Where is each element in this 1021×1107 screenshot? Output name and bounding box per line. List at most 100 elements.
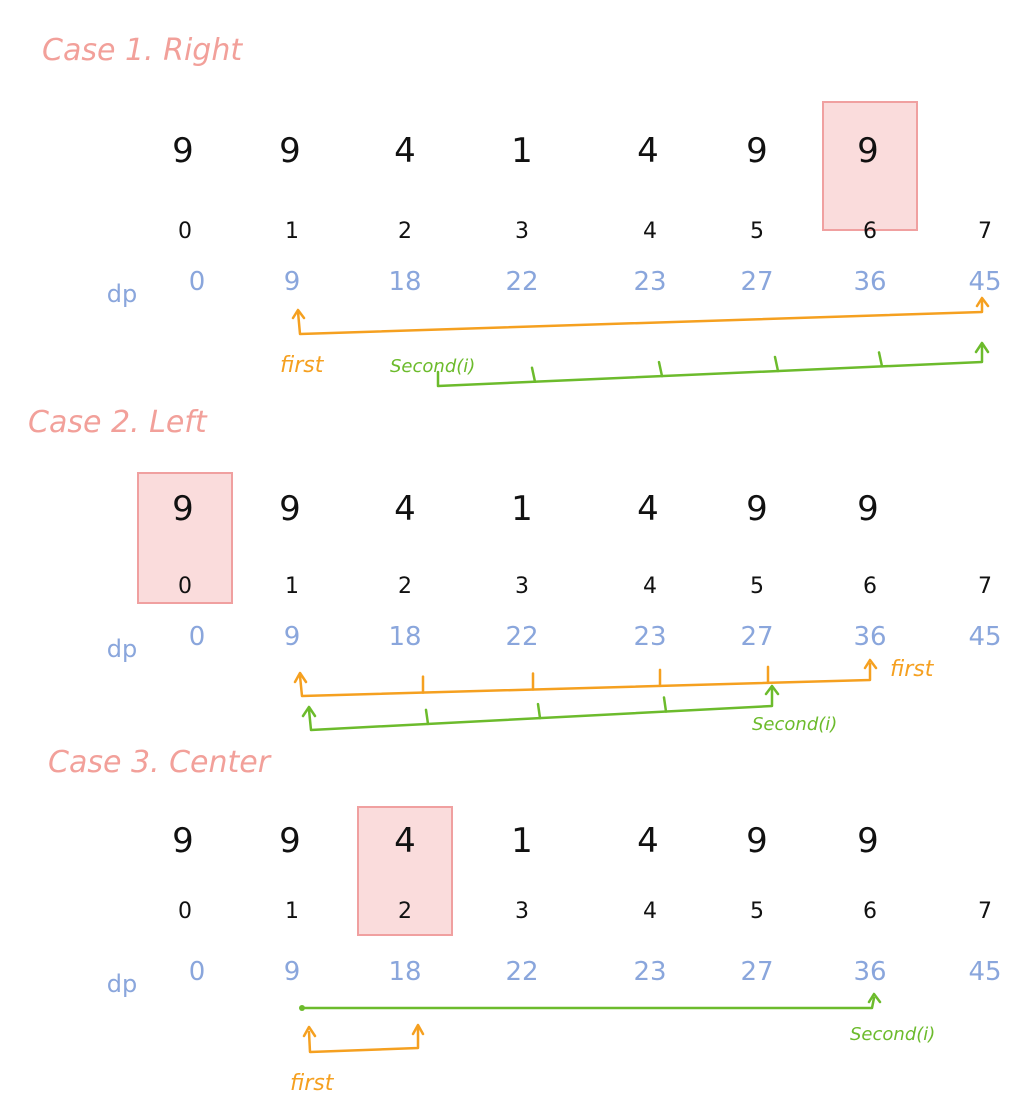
array-index: 3 (515, 219, 529, 244)
second-arrowhead (764, 684, 780, 696)
array-value: 1 (511, 489, 533, 529)
dp-value: 22 (505, 267, 538, 297)
array-index: 1 (285, 574, 299, 599)
second-tick (530, 366, 537, 383)
array-index: 3 (515, 899, 529, 924)
first-arrowhead (293, 671, 308, 684)
array-index: 0 (178, 219, 192, 244)
array-index: 7 (978, 219, 992, 244)
array-value: 9 (172, 131, 194, 171)
array-value: 4 (394, 489, 416, 529)
array-value: 9 (279, 821, 301, 861)
array-index: 1 (285, 219, 299, 244)
array-value: 4 (637, 821, 659, 861)
first-label: first (890, 657, 935, 682)
array-value: 9 (172, 821, 194, 861)
array-index: 4 (643, 574, 657, 599)
array-index: 5 (750, 574, 764, 599)
array-index: 6 (863, 899, 877, 924)
dp-value: 36 (853, 957, 886, 987)
array-value: 1 (511, 131, 533, 171)
array-index: 4 (643, 219, 657, 244)
dp-label: dp (107, 970, 137, 998)
dp-value: 36 (853, 622, 886, 652)
dp-value: 0 (189, 957, 206, 987)
dp-value: 22 (505, 622, 538, 652)
array-value: 4 (637, 131, 659, 171)
second-arrowhead (867, 992, 882, 1004)
second-arrowhead (301, 705, 317, 718)
dp-value: 18 (388, 267, 421, 297)
array-value: 4 (394, 821, 416, 861)
dp-value: 45 (968, 267, 1001, 297)
highlight-box (137, 472, 233, 604)
dp-value: 22 (505, 957, 538, 987)
array-index: 2 (398, 899, 412, 924)
dp-value: 18 (388, 622, 421, 652)
second-start-dot (299, 1005, 305, 1011)
array-index: 2 (398, 219, 412, 244)
first-range-line (298, 662, 872, 698)
highlight-box (822, 101, 918, 231)
array-index: 1 (285, 899, 299, 924)
dp-value: 18 (388, 957, 421, 987)
second-tick (773, 355, 780, 373)
dp-value: 23 (633, 957, 666, 987)
first-range-line (307, 1026, 420, 1054)
dp-value: 27 (740, 267, 773, 297)
first-arrowhead (291, 308, 306, 320)
dp-value: 23 (633, 267, 666, 297)
array-value: 4 (637, 489, 659, 529)
second-label: Second(i) (850, 1024, 935, 1045)
array-index: 6 (863, 219, 877, 244)
array-value: 9 (857, 821, 879, 861)
second-arrowhead (974, 341, 990, 354)
array-value: 9 (279, 489, 301, 529)
array-value: 9 (857, 489, 879, 529)
dp-label: dp (107, 280, 137, 308)
dp-value: 0 (189, 267, 206, 297)
array-index: 2 (398, 574, 412, 599)
first-label: first (280, 353, 325, 378)
second-tick (424, 708, 430, 726)
array-value: 4 (394, 131, 416, 171)
array-value: 9 (857, 131, 879, 171)
array-index: 5 (750, 219, 764, 244)
array-value: 9 (746, 131, 768, 171)
second-tick (657, 360, 664, 378)
dp-value: 9 (284, 622, 301, 652)
dp-value: 45 (968, 622, 1001, 652)
array-index: 3 (515, 574, 529, 599)
dp-value: 9 (284, 957, 301, 987)
second-tick (877, 351, 884, 368)
second-label: Second(i) (752, 714, 837, 735)
array-index: 6 (863, 574, 877, 599)
dp-value: 27 (740, 622, 773, 652)
array-value: 9 (746, 489, 768, 529)
case-title: Case 1. Right (42, 33, 243, 68)
first-arrowhead (975, 296, 990, 308)
first-range-line (296, 298, 984, 336)
dp-value: 23 (633, 622, 666, 652)
array-value: 9 (746, 821, 768, 861)
second-range-line (307, 686, 774, 732)
second-range-line (436, 343, 984, 388)
second-range-line (300, 996, 876, 1010)
array-index: 5 (750, 899, 764, 924)
highlight-box (357, 806, 453, 936)
dp-value: 0 (189, 622, 206, 652)
dp-value: 27 (740, 957, 773, 987)
second-tick (662, 696, 668, 713)
dp-value: 36 (853, 267, 886, 297)
first-label: first (290, 1071, 335, 1096)
array-index: 7 (978, 899, 992, 924)
array-index: 4 (643, 899, 657, 924)
first-arrowhead (863, 658, 878, 670)
first-arrowhead (411, 1023, 425, 1036)
dp-value: 9 (284, 267, 301, 297)
array-value: 9 (172, 489, 194, 529)
dp-value: 45 (968, 957, 1001, 987)
array-value: 9 (279, 131, 301, 171)
array-value: 1 (511, 821, 533, 861)
